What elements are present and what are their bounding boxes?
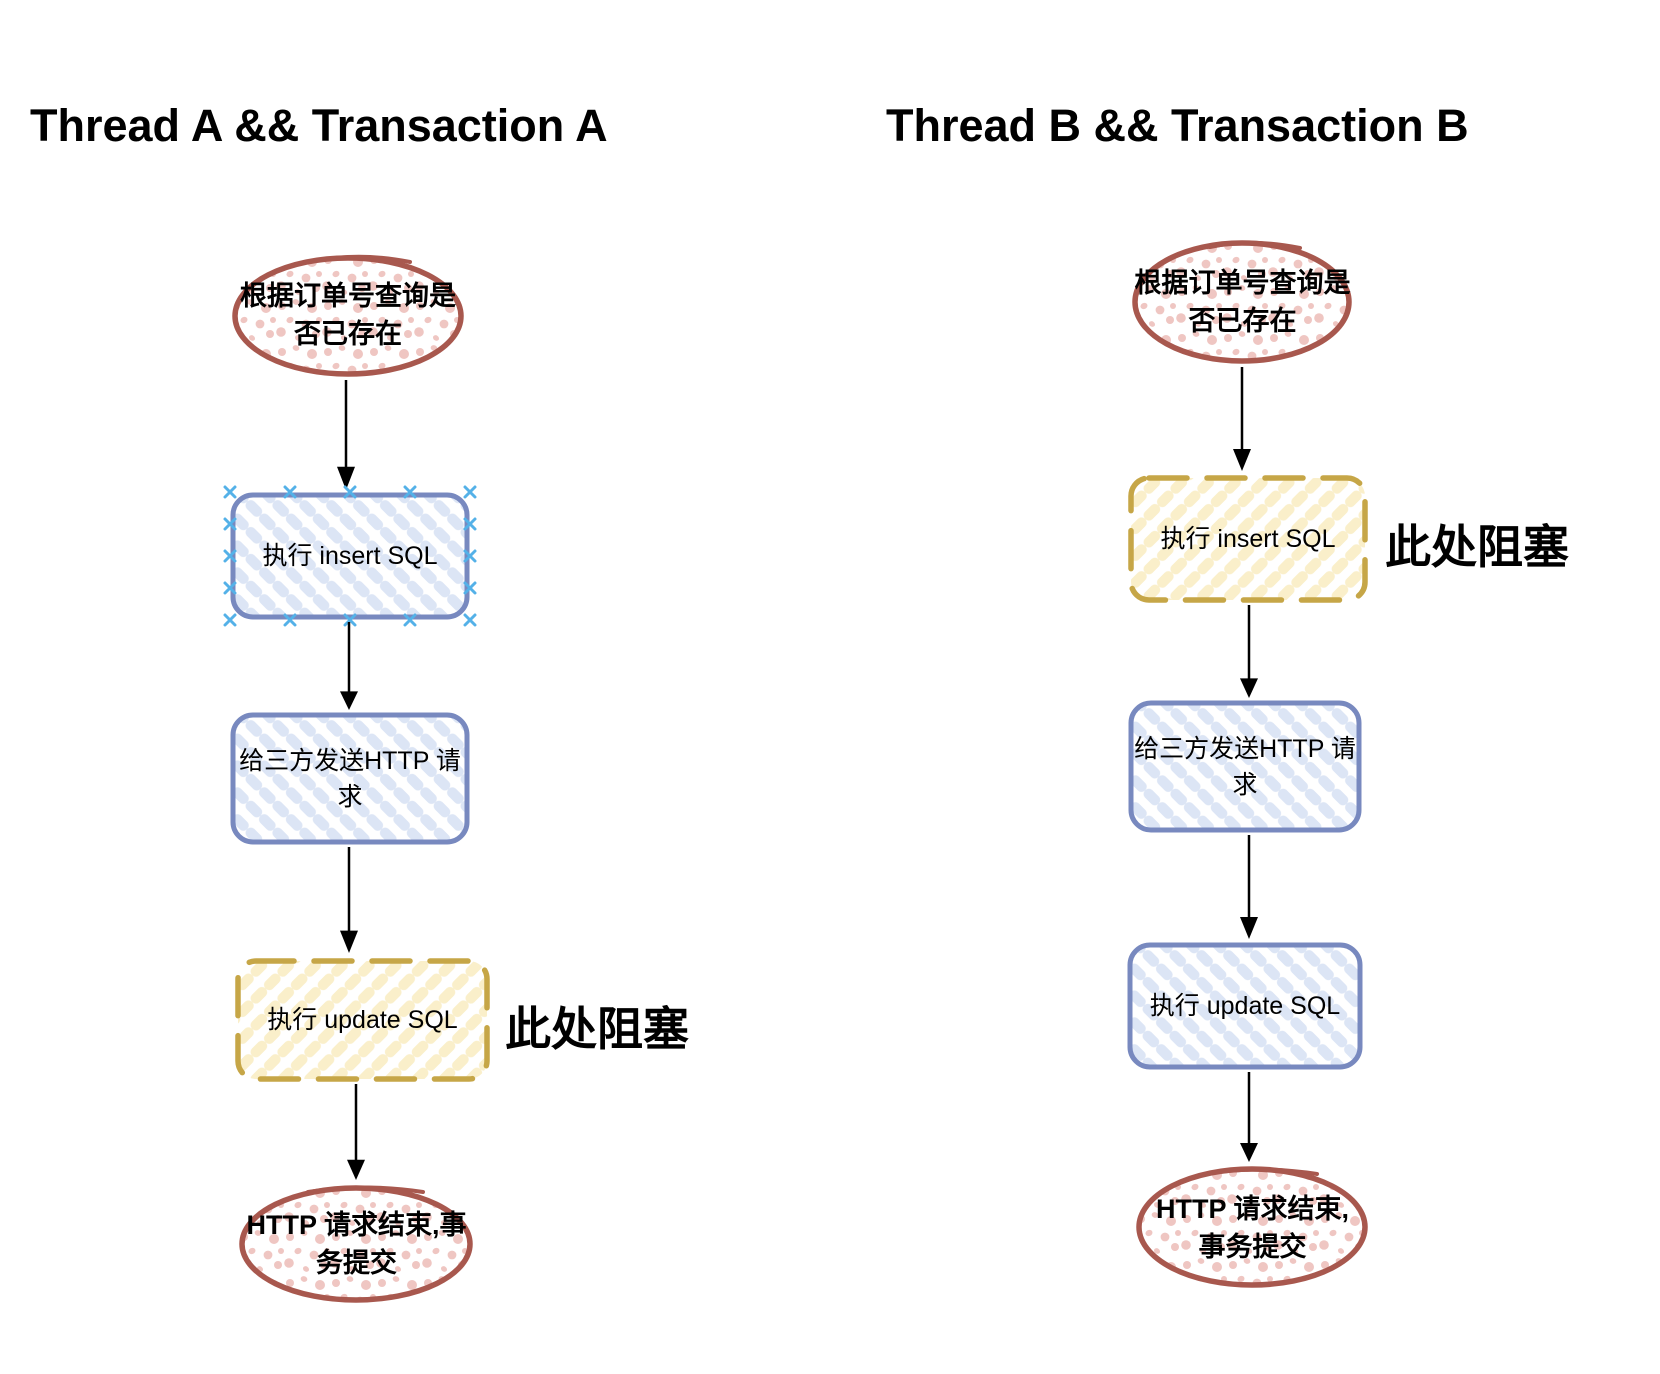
label-line: 根据订单号查询是: [1134, 267, 1351, 298]
label-line: 给三方发送HTTP 请: [239, 746, 461, 775]
rect-shape: [1128, 700, 1362, 833]
left-arrow-4[interactable]: [344, 1084, 368, 1180]
label-line: 求: [337, 782, 363, 811]
node-label: HTTP 请求结束,事 务提交: [238, 1183, 475, 1305]
node-label: 根据订单号查询是 否已存在: [230, 252, 466, 378]
right-arrow-3[interactable]: [1237, 835, 1261, 939]
node-label: 执行 insert SQL: [1128, 475, 1368, 603]
left-http-box[interactable]: 给三方发送HTTP 请 求: [230, 712, 470, 845]
label-line: 执行 insert SQL: [1160, 525, 1336, 553]
label-line: HTTP 请求结束,事: [246, 1210, 467, 1240]
rect-shape: [230, 492, 470, 620]
rect-shape: [1128, 475, 1368, 603]
right-arrow-2[interactable]: [1237, 605, 1261, 698]
node-label: 根据订单号查询是 否已存在: [1130, 238, 1355, 365]
node-label: 给三方发送HTTP 请 求: [230, 712, 470, 845]
ellipse-shape: [239, 1185, 473, 1303]
label-line: 执行 update SQL: [1149, 992, 1341, 1020]
right-http-box[interactable]: 给三方发送HTTP 请 求: [1128, 700, 1362, 833]
node-label: 执行 update SQL: [1127, 942, 1363, 1070]
label-line: 执行 insert SQL: [262, 542, 438, 570]
label-line: HTTP 请求结束,: [1155, 1193, 1349, 1224]
node-label: 给三方发送HTTP 请 求: [1128, 700, 1362, 833]
right-insert-box-blocked[interactable]: 执行 insert SQL: [1128, 475, 1368, 603]
ellipse-shape: [232, 254, 464, 377]
left-end-ellipse[interactable]: HTTP 请求结束,事 务提交: [238, 1183, 475, 1305]
left-blocked-annotation: 此处阻塞: [505, 1003, 689, 1055]
node-label: 执行 insert SQL: [230, 492, 470, 620]
label-line: 事务提交: [1198, 1231, 1307, 1262]
left-title: Thread A && Transaction A: [30, 100, 608, 151]
left-arrow-2[interactable]: [337, 622, 361, 710]
ellipse-shape: [1132, 240, 1352, 364]
label-line: 否已存在: [1188, 305, 1297, 336]
label-line: 务提交: [316, 1248, 397, 1278]
node-label: 执行 update SQL: [235, 958, 490, 1082]
right-blocked-annotation: 此处阻塞: [1385, 521, 1569, 573]
right-end-ellipse[interactable]: HTTP 请求结束, 事务提交: [1135, 1165, 1370, 1290]
label-line: 执行 update SQL: [267, 1006, 458, 1034]
rect-shape: [235, 958, 490, 1082]
label-line: 根据订单号查询是: [240, 281, 456, 311]
selection-handles[interactable]: [219, 481, 481, 631]
right-arrow-1[interactable]: [1230, 367, 1254, 471]
left-arrow-1[interactable]: [334, 380, 358, 490]
label-line: 否已存在: [294, 319, 402, 349]
label-line: 给三方发送HTTP 请: [1134, 734, 1356, 763]
right-start-ellipse[interactable]: 根据订单号查询是 否已存在: [1130, 238, 1355, 365]
right-update-box[interactable]: 执行 update SQL: [1127, 942, 1363, 1070]
right-arrow-4[interactable]: [1237, 1072, 1261, 1162]
right-title: Thread B && Transaction B: [886, 100, 1469, 151]
label-line: 求: [1232, 770, 1258, 799]
left-update-box-blocked[interactable]: 执行 update SQL: [235, 958, 490, 1082]
rect-shape: [230, 712, 470, 845]
left-start-ellipse[interactable]: 根据订单号查询是 否已存在: [230, 252, 466, 378]
left-arrow-3[interactable]: [337, 847, 361, 953]
left-insert-box[interactable]: 执行 insert SQL: [230, 492, 470, 620]
ellipse-shape: [1136, 1166, 1368, 1288]
node-label: HTTP 请求结束, 事务提交: [1135, 1165, 1370, 1290]
rect-shape: [1127, 942, 1363, 1070]
